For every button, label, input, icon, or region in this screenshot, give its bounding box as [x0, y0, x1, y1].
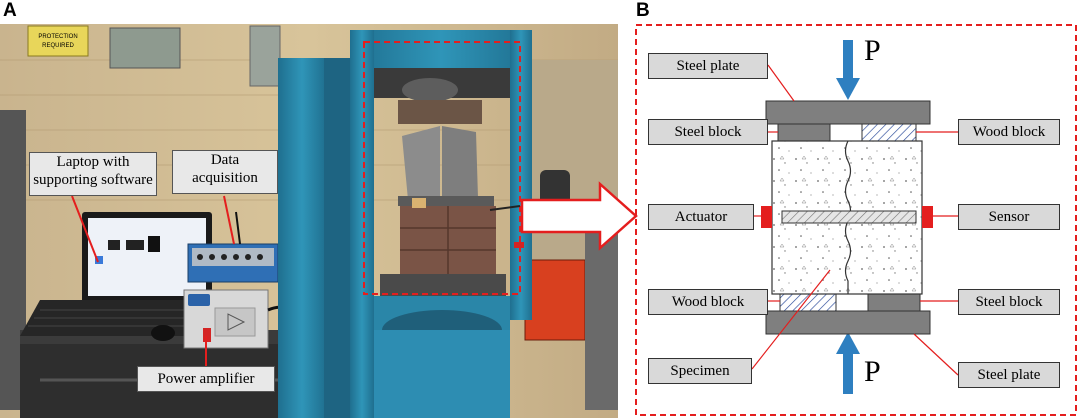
hydraulic-pump: [524, 259, 586, 341]
load-label-top: P: [864, 34, 881, 67]
label-sensor: Sensor: [958, 204, 1060, 230]
steel-plate-bottom: [765, 310, 931, 335]
load-arrow-bottom-head: [836, 332, 860, 354]
daq-leader: [223, 195, 235, 245]
laptop-screen: [88, 218, 206, 296]
lab-setup-photo: PROTECTION REQUIRED: [0, 24, 618, 418]
load-arrow-bottom-shaft: [843, 352, 853, 394]
machine-left-post: [278, 58, 326, 418]
wood-block-top: [861, 123, 917, 142]
daq-callout-line-1: Data: [210, 152, 240, 168]
label-specimen: Specimen: [648, 358, 752, 384]
mouse: [151, 325, 175, 341]
label-steel-block-bottom: Steel block: [958, 289, 1060, 315]
steel-block-top: [777, 123, 831, 142]
schematic-dashed-frame: [635, 24, 1077, 416]
label-wood-block-bottom: Wood block: [648, 289, 768, 315]
steel-block-bottom: [867, 293, 921, 312]
gap-bottom: [835, 293, 869, 312]
load-arrow-top-head: [836, 78, 860, 100]
sign-text-1: PROTECTION: [38, 34, 77, 40]
steel-plate-top: [765, 100, 931, 125]
label-steel-block-top: Steel block: [648, 119, 768, 145]
safety-sign: [27, 25, 89, 57]
lower-platen: [380, 274, 506, 296]
specimen-half-right: [442, 126, 478, 200]
machine-column-left: [350, 30, 374, 418]
amplifier-callout: Power amplifier: [137, 366, 275, 392]
schematic-leaders: [751, 64, 959, 376]
embedded-bar: [781, 210, 917, 224]
laptop-callout-line-1: Laptop with: [56, 154, 130, 170]
highlight-dashed-box: [363, 41, 521, 295]
load-label-bottom: P: [864, 355, 881, 388]
label-wood-block-top: Wood block: [958, 119, 1060, 145]
label-steel-plate-bottom: Steel plate: [958, 362, 1060, 388]
specimen-half-left: [402, 126, 440, 200]
sensor-element: [922, 206, 933, 228]
label-actuator: Actuator: [648, 204, 754, 230]
panel-label-b: B: [636, 0, 650, 21]
lab-setup-illustration: PROTECTION REQUIRED: [0, 24, 618, 418]
gap-top: [829, 123, 863, 142]
wood-block-bottom: [779, 293, 837, 312]
laptop-leader: [71, 195, 99, 263]
laptop-callout: Laptop with supporting software: [29, 152, 157, 196]
machine-top-beam: [350, 30, 532, 68]
panel-label-a: A: [3, 0, 17, 21]
steel-plate-photo: [398, 100, 482, 124]
electrical-box: [109, 27, 181, 69]
connector-arrow: [520, 181, 638, 251]
label-steel-plate-top: Steel plate: [648, 53, 768, 79]
sign-text-2: REQUIRED: [42, 43, 74, 49]
laptop-callout-line-2: supporting software: [33, 172, 153, 188]
machine-left-side: [324, 58, 350, 418]
daq-callout-line-2: acquisition: [192, 170, 258, 186]
side-rack: [585, 220, 618, 410]
wall-panel: [249, 25, 281, 87]
load-arrow-top-shaft: [843, 40, 853, 80]
actuator-element: [761, 206, 772, 228]
daq-callout: Data acquisition: [172, 150, 278, 194]
